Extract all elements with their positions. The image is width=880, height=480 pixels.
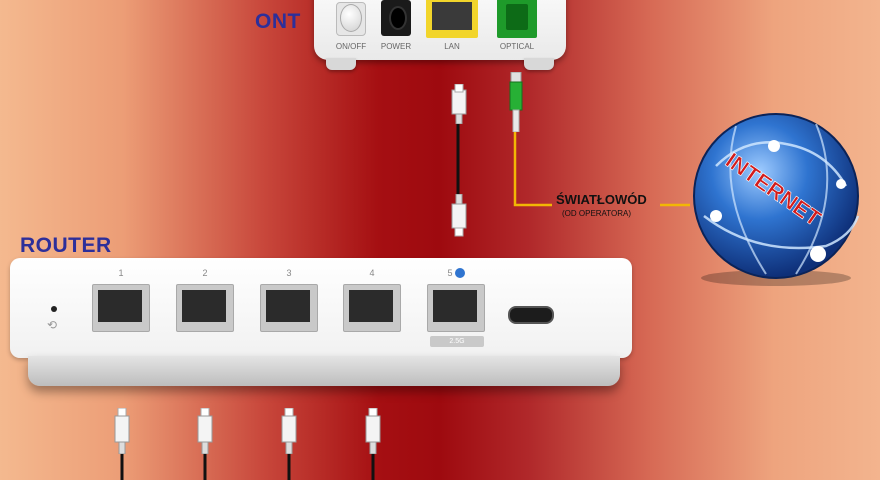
ont-lan-port-socket <box>432 2 472 30</box>
rj45-plug-lan-3 <box>281 408 297 454</box>
internet-globe: INTERNET <box>693 113 860 286</box>
fiber-label: ŚWIATŁOWÓD <box>556 192 647 207</box>
rj45-plug-lan-1 <box>114 408 130 454</box>
ont-port-label-optical: OPTICAL <box>499 42 535 51</box>
router-port-2-socket <box>182 290 226 322</box>
rj45-plug-lan-2 <box>197 408 213 454</box>
router-port-num-1: 1 <box>118 268 124 278</box>
port5-speed-tag: 2.5G <box>430 336 484 347</box>
ont-foot-left <box>326 58 356 70</box>
ont-port-label-power: POWER <box>380 42 412 51</box>
rj45-plug-router-wan <box>451 194 467 237</box>
usb-c-port <box>508 306 554 324</box>
router-label: ROUTER <box>20 234 112 257</box>
fiber-cable <box>513 128 552 207</box>
fiber-sc-connector <box>509 72 523 132</box>
ont-onoff-button <box>340 4 362 32</box>
reset-icon: ⟲ <box>47 318 58 332</box>
fiber-sublabel: (OD OPERATORA) <box>562 209 632 218</box>
router-port-num-4: 4 <box>369 268 375 278</box>
ont-power-hole <box>389 6 407 30</box>
ont-optical-socket <box>506 4 528 30</box>
router-port-5-socket <box>433 290 477 322</box>
ont-label: ONT <box>255 10 301 33</box>
ont-port-label-lan: LAN <box>444 42 460 51</box>
router-base <box>28 356 620 386</box>
ont-port-label-onoff: ON/OFF <box>335 42 367 51</box>
ont-foot-right <box>524 58 554 70</box>
rj45-plug-ont <box>451 84 467 124</box>
globe-icon <box>455 268 465 278</box>
router-port-num-5: 5 <box>447 268 453 278</box>
router-port-4-socket <box>349 290 393 322</box>
router-port-3-socket <box>266 290 310 322</box>
reset-button <box>51 306 57 312</box>
router-port-num-2: 2 <box>202 268 208 278</box>
router-port-num-3: 3 <box>286 268 292 278</box>
rj45-plug-lan-4 <box>365 408 381 454</box>
router-port-1-socket <box>98 290 142 322</box>
